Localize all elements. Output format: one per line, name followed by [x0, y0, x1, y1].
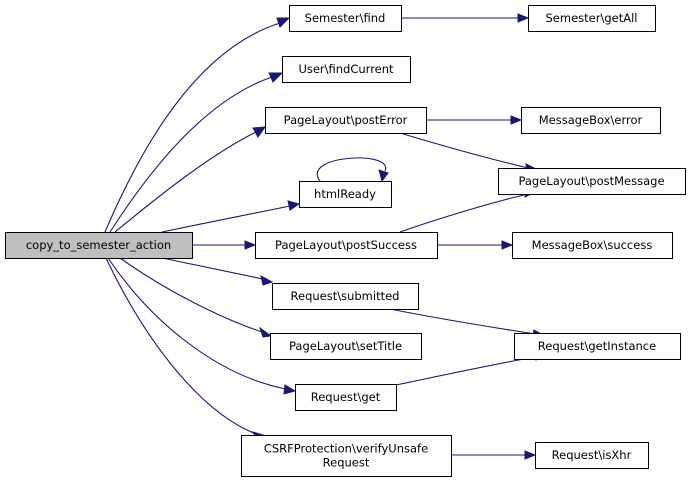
edge-line	[161, 257, 264, 280]
node-label: PageLayout\postError	[284, 113, 408, 127]
node-box[interactable]	[272, 283, 419, 310]
node-messagebox-error[interactable]: MessageBox\error	[521, 107, 661, 134]
node-semester-find[interactable]: Semester\find	[289, 5, 402, 32]
edges-layer	[104, 13, 547, 460]
node-messagebox-success[interactable]: MessageBox\success	[512, 232, 673, 259]
edge-line	[109, 76, 273, 233]
node-root[interactable]: copy_to_semester_action	[5, 232, 193, 259]
arrowhead-icon	[517, 13, 530, 23]
node-box[interactable]	[521, 107, 661, 134]
edge-csrf_verifyunsafe-to-request_isxhr	[450, 450, 537, 460]
node-pagelayout-postsuccess[interactable]: PageLayout\postSuccess	[255, 232, 438, 259]
arrowhead-icon	[501, 240, 514, 250]
node-request-isxhr[interactable]: Request\isXhr	[535, 442, 649, 469]
node-request-get[interactable]: Request\get	[295, 384, 397, 411]
node-box[interactable]	[512, 232, 673, 259]
node-box[interactable]	[299, 181, 392, 208]
node-pagelayout-postmessage[interactable]: PageLayout\postMessage	[498, 168, 686, 195]
node-pagelayout-posterror[interactable]: PageLayout\postError	[265, 107, 427, 134]
edge-line	[399, 193, 529, 233]
node-label: User\findCurrent	[298, 62, 394, 76]
node-user-findcurrent[interactable]: User\findCurrent	[282, 56, 411, 83]
edge-root-to-pagelayout_settitle	[119, 257, 273, 338]
node-box[interactable]	[241, 435, 452, 477]
edge-root-to-request_get	[107, 257, 297, 395]
node-htmlready[interactable]: htmlReady	[299, 181, 392, 208]
edge-line	[395, 356, 536, 386]
edge-root-to-htmlready	[161, 200, 301, 233]
edge-root-to-csrf_verifyunsafe	[105, 257, 268, 441]
node-box[interactable]	[282, 56, 411, 83]
node-label: htmlReady	[314, 187, 376, 201]
arrowhead-icon	[268, 72, 284, 83]
node-box[interactable]	[295, 384, 397, 411]
node-box[interactable]	[265, 107, 427, 134]
arrowhead-icon	[510, 115, 523, 125]
node-label: Request\getInstance	[538, 339, 656, 353]
node-box[interactable]	[514, 333, 681, 360]
node-label: Request\get	[311, 390, 381, 404]
node-box[interactable]	[498, 168, 686, 195]
node-label: Semester\find	[305, 11, 386, 25]
edge-line	[105, 257, 257, 435]
node-request-getinstance[interactable]: Request\getInstance	[514, 333, 681, 360]
arrowhead-icon	[287, 200, 301, 211]
edge-root-to-pagelayout_postsuccess	[192, 240, 257, 250]
node-box[interactable]	[270, 333, 422, 360]
nodes-layer: copy_to_semester_action Semester\find Seme…	[5, 5, 686, 477]
node-label: MessageBox\success	[532, 238, 653, 252]
node-box[interactable]	[528, 5, 656, 32]
edge-root-to-semester_find	[104, 17, 291, 233]
edge-root-to-pagelayout_posterror	[114, 126, 267, 233]
edge-pagelayout_posterror-to-pagelayout_postmessage	[399, 132, 540, 173]
arrowhead-icon	[378, 169, 389, 183]
node-label: Request\submitted	[291, 289, 400, 303]
edge-root-to-user_findcurrent	[109, 72, 284, 233]
arrowhead-icon	[244, 240, 257, 250]
arrowhead-icon	[252, 126, 267, 138]
node-label: Request	[323, 456, 370, 470]
node-label: MessageBox\error	[539, 113, 643, 127]
arrowhead-icon	[276, 17, 291, 28]
node-box[interactable]	[289, 5, 402, 32]
node-label: copy_to_semester_action	[26, 238, 171, 252]
edge-line	[107, 257, 287, 390]
node-label: Request\isXhr	[552, 448, 632, 462]
edge-pagelayout_postsuccess-to-messagebox_success	[437, 240, 514, 250]
node-box[interactable]	[535, 442, 649, 469]
node-box[interactable]	[5, 232, 193, 259]
node-box[interactable]	[255, 232, 438, 259]
edge-semester_find-to-semester_getall	[401, 13, 530, 23]
node-label: PageLayout\postSuccess	[275, 238, 417, 252]
edge-line	[104, 22, 281, 233]
edge-line	[161, 205, 291, 233]
edge-pagelayout_posterror-to-messagebox_error	[426, 115, 523, 125]
edge-root-to-request_submitted	[161, 257, 274, 286]
arrowhead-icon	[524, 450, 537, 460]
node-label: PageLayout\setTitle	[289, 339, 402, 353]
arrowhead-icon	[283, 384, 297, 395]
arrowhead-icon	[259, 326, 273, 338]
edge-line	[389, 308, 536, 335]
node-semester-getall[interactable]: Semester\getAll	[528, 5, 656, 32]
edge-line	[316, 157, 387, 182]
edge-line	[399, 132, 529, 169]
edge-line	[119, 257, 263, 333]
node-label: CSRFProtection\verifyUnsafe	[264, 442, 428, 456]
node-request-submitted[interactable]: Request\submitted	[272, 283, 419, 310]
edge-line	[114, 131, 257, 233]
node-label: Semester\getAll	[546, 11, 638, 25]
node-pagelayout-settitle[interactable]: PageLayout\setTitle	[270, 333, 422, 360]
edge-pagelayout_postsuccess-to-pagelayout_postmessage	[399, 189, 540, 233]
arrowhead-icon	[260, 275, 274, 286]
edge-htmlready-to-htmlready	[316, 157, 389, 183]
node-label: PageLayout\postMessage	[518, 174, 664, 188]
